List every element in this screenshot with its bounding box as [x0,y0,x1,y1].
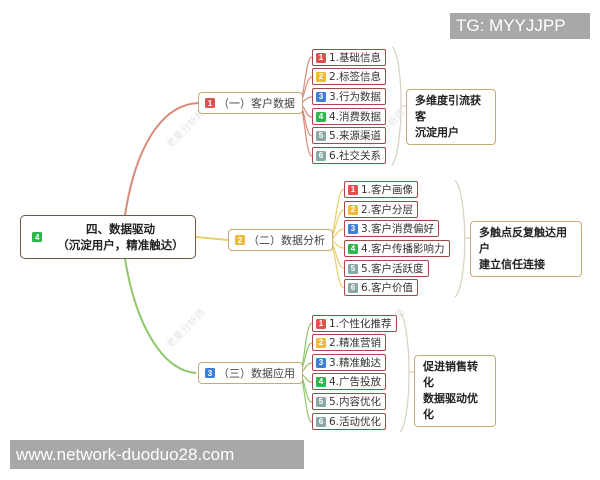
leaf-label: 5.内容优化 [329,396,382,408]
leaf-label: 2.标签信息 [329,71,382,83]
priority-1-icon: 1 [316,52,326,63]
leaf-label: 2.精准营销 [329,337,382,349]
leaf-label: 3.精准触达 [329,357,382,369]
summary-drive-conversion[interactable]: 促进销售转化 数据驱动优化 [414,355,496,427]
priority-3-icon: 3 [348,223,358,234]
leaf-label: 1.基础信息 [329,52,382,64]
root-node[interactable]: 4 四、数据驱动 （沉淀用户，精准触达） [20,215,196,259]
priority-4-icon: 4 [316,111,326,122]
leaf-source-channel[interactable]: 5 5.来源渠道 [312,127,387,144]
leaf-ad-placement[interactable]: 4 4.广告投放 [312,373,387,390]
leaf-label: 3.行为数据 [329,91,382,103]
priority-6-icon: 6 [316,150,326,161]
leaf-activity-optimization[interactable]: 6 6.活动优化 [312,413,387,430]
priority-2-icon: 2 [316,71,326,82]
leaf-customer-profile[interactable]: 1 1.客户画像 [344,181,419,198]
leaf-label: 4.消费数据 [329,111,382,123]
priority-2-icon: 2 [316,337,326,348]
priority-1-icon: 1 [316,318,326,329]
leaf-label: 6.客户价值 [361,282,414,294]
priority-3-icon: 3 [205,368,215,378]
priority-4-icon: 4 [32,232,43,242]
watermark-bottom: www.network-duoduo28.com [10,440,304,469]
branch-label: （一）客户数据 [218,97,295,110]
leaf-label: 3.客户消费偏好 [361,223,435,235]
priority-6-icon: 6 [348,282,358,293]
leaf-content-optimization[interactable]: 5 5.内容优化 [312,393,387,410]
leaf-label: 5.来源渠道 [329,130,382,142]
leaf-personalized-recommendation[interactable]: 1 1.个性化推荐 [312,315,397,332]
root-subtitle: （沉淀用户，精准触达） [57,238,184,252]
summary-line: 促进销售转化 [423,360,478,389]
summary-line: 多触点反复触达用户 [479,226,567,255]
branch-label: （三）数据应用 [218,367,295,380]
leaf-label: 1.客户画像 [361,184,414,196]
leaf-customer-value[interactable]: 6 6.客户价值 [344,279,419,296]
priority-5-icon: 5 [316,130,326,141]
root-title: 四、数据驱动 [86,222,155,236]
leaf-label: 4.客户传播影响力 [361,243,445,255]
summary-line: 多维度引流获客 [415,94,481,123]
leaf-label: 6.社交关系 [329,150,382,162]
branch-label: （二）数据分析 [248,234,325,247]
branch-data-application[interactable]: 3 （三）数据应用 [198,362,303,384]
priority-4-icon: 4 [348,243,358,254]
leaf-behavior-data[interactable]: 3 3.行为数据 [312,88,387,105]
priority-2-icon: 2 [348,204,358,215]
leaf-tag-info[interactable]: 2 2.标签信息 [312,68,387,85]
leaf-customer-tier[interactable]: 2 2.客户分层 [344,201,419,218]
priority-5-icon: 5 [316,396,326,407]
leaf-precision-marketing[interactable]: 2 2.精准营销 [312,334,387,351]
priority-1-icon: 1 [348,184,358,195]
leaf-label: 1.个性化推荐 [329,318,392,330]
priority-2-icon: 2 [235,235,245,245]
priority-3-icon: 3 [316,357,326,368]
leaf-consumption-data[interactable]: 4 4.消费数据 [312,108,387,125]
leaf-social-relations[interactable]: 6 6.社交关系 [312,147,387,164]
priority-3-icon: 3 [316,91,326,102]
leaf-label: 5.客户活跃度 [361,263,424,275]
leaf-consumption-preference[interactable]: 3 3.客户消费偏好 [344,220,440,237]
leaf-basic-info[interactable]: 1 1.基础信息 [312,49,387,66]
leaf-precision-reach[interactable]: 3 3.精准触达 [312,354,387,371]
leaf-activity[interactable]: 5 5.客户活跃度 [344,260,429,277]
summary-line: 数据驱动优化 [423,392,478,421]
leaf-label: 6.活动优化 [329,416,382,428]
branch-customer-data[interactable]: 1 （一）客户数据 [198,92,303,114]
leaf-influence[interactable]: 4 4.客户传播影响力 [344,240,450,257]
leaf-label: 2.客户分层 [361,204,414,216]
priority-4-icon: 4 [316,376,326,387]
summary-line: 建立信任连接 [479,258,545,271]
watermark-top: TG: MYYJJPP [450,13,590,39]
priority-6-icon: 6 [316,416,326,427]
priority-5-icon: 5 [348,263,358,274]
branch-data-analysis[interactable]: 2 （二）数据分析 [228,229,333,251]
leaf-label: 4.广告投放 [329,376,382,388]
summary-build-trust[interactable]: 多触点反复触达用户 建立信任连接 [470,221,582,277]
priority-1-icon: 1 [205,98,215,108]
summary-acquire-users[interactable]: 多维度引流获客 沉淀用户 [406,89,496,145]
summary-line: 沉淀用户 [415,126,459,139]
